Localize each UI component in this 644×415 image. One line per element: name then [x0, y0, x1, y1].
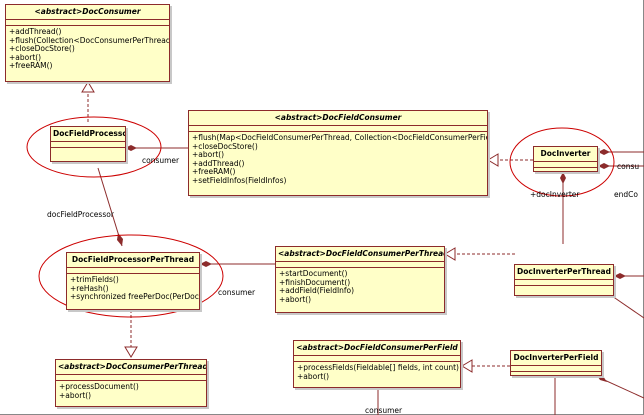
- class-doc-field-consumer-per-field[interactable]: <abstract>DocFieldConsumerPerField +proc…: [293, 340, 461, 388]
- label-consumer-1: consumer: [142, 156, 180, 165]
- operation: +flush(Map<DocFieldConsumerPerThread, Co…: [192, 133, 488, 142]
- class-attributes: [56, 375, 206, 381]
- operation: +abort(): [192, 150, 225, 160]
- inverterperthread-right-line: [611, 295, 644, 319]
- realization-arrowhead-perthread: [124, 346, 138, 358]
- class-doc-consumer-per-thread[interactable]: <abstract>DocConsumerPerThread +processD…: [55, 359, 207, 407]
- class-title: DocFieldProcessor: [51, 127, 125, 142]
- operation: +abort(): [59, 390, 92, 400]
- class-title: DocInverterPerField: [511, 351, 601, 366]
- operation: +startDocument(): [279, 269, 348, 278]
- class-doc-field-consumer[interactable]: <abstract>DocFieldConsumer +flush(Map<Do…: [188, 110, 488, 196]
- operation: +addThread(): [9, 27, 62, 36]
- inverterperfield-right-line: [599, 377, 644, 399]
- operation: +trimFields(): [70, 275, 119, 284]
- class-attributes: [189, 126, 487, 132]
- label-doc-field-processor: docFieldProcessor: [47, 210, 114, 219]
- label-doc-inverter: +docInverter: [530, 190, 580, 199]
- operation: +abort(): [297, 371, 330, 381]
- highlight-ellipse-perthread: [38, 234, 224, 318]
- class-attributes: [534, 162, 597, 168]
- class-attributes: [67, 268, 199, 274]
- operation: +setFieldInfos(FieldInfos): [192, 175, 287, 185]
- operation: +processFields(Fieldable[] fields, int c…: [297, 363, 459, 372]
- operation: +freeRAM(): [9, 61, 53, 71]
- label-end-co: endCo: [614, 190, 638, 199]
- label-consumer-2: consumer: [218, 288, 256, 297]
- class-doc-consumer[interactable]: <abstract>DocConsumer +addThread() +flus…: [5, 4, 170, 82]
- highlight-ellipse-docinverter: [509, 127, 615, 197]
- diamond-perthread-right: [200, 261, 212, 267]
- operation: +abort(): [279, 294, 312, 304]
- class-title: <abstract>DocConsumerPerThread: [56, 360, 206, 375]
- class-attributes: [294, 356, 460, 362]
- class-operations: +processDocument() +abort(): [56, 381, 206, 402]
- diamond-inverter-right: [598, 149, 610, 155]
- diamond-inverter-bottom: [560, 172, 566, 184]
- class-doc-inverter-per-thread[interactable]: DocInverterPerThread: [514, 264, 614, 296]
- operation: +abort(): [9, 52, 42, 62]
- operation: +reHash(): [70, 283, 109, 293]
- label-consumer-bottom: consumer: [365, 406, 403, 415]
- class-doc-inverter[interactable]: DocInverter: [533, 146, 598, 172]
- class-doc-field-consumer-per-thread[interactable]: <abstract>DocFieldConsumerPerThread +sta…: [275, 246, 445, 313]
- operation: +processDocument(): [59, 382, 139, 391]
- class-attributes: [511, 366, 601, 372]
- class-title: DocInverter: [534, 147, 597, 162]
- highlight-ellipse-docfieldprocessor: [26, 116, 162, 178]
- operation: +addThread(): [192, 158, 245, 168]
- diamond-processor: [125, 145, 137, 151]
- class-title: <abstract>DocFieldConsumerPerField: [294, 341, 460, 356]
- operation: +closeDocStore(): [192, 141, 258, 151]
- diamond-inverter-right-2: [598, 163, 610, 169]
- class-attributes: [515, 280, 613, 286]
- class-doc-field-processor-per-thread[interactable]: DocFieldProcessorPerThread +trimFields()…: [66, 252, 200, 310]
- operation: +synchronized freePerDoc(PerDoc): [70, 292, 200, 302]
- operation: +freeRAM(): [192, 167, 236, 177]
- generalization-arrowhead-inverterperthread: [444, 247, 456, 261]
- operation: +closeDocStore(): [9, 44, 75, 54]
- label-consu: consu: [617, 162, 640, 171]
- realization-arrowhead: [81, 81, 95, 93]
- class-operations: +startDocument() +finishDocument() +addF…: [276, 268, 444, 306]
- diamond-inverterperthread-right-2: [614, 273, 626, 279]
- class-operations: +trimFields() +reHash() +synchronized fr…: [67, 274, 199, 304]
- operation: +addField(FieldInfo): [279, 286, 355, 296]
- generalization-arrowhead-inverterperfield: [461, 359, 473, 373]
- class-title: <abstract>DocFieldConsumer: [189, 111, 487, 126]
- class-operations: +flush(Map<DocFieldConsumerPerThread, Co…: [189, 132, 487, 188]
- class-operations: +addThread() +flush(Collection<DocConsum…: [6, 26, 169, 73]
- class-title: <abstract>DocConsumer: [6, 5, 169, 20]
- class-title: DocInverterPerThread: [515, 265, 613, 280]
- class-title: DocFieldProcessorPerThread: [67, 253, 199, 268]
- operation: +flush(Collection<DocConsumerPerThread>): [9, 35, 170, 45]
- class-doc-field-processor[interactable]: DocFieldProcessor: [50, 126, 126, 162]
- diamond-perthread-top: [117, 233, 123, 246]
- class-attributes: [51, 142, 125, 148]
- generalization-arrowhead: [487, 153, 499, 167]
- diamond-inverterperfield-right: [596, 374, 607, 382]
- operation: +finishDocument(): [279, 277, 351, 287]
- class-title: <abstract>DocFieldConsumerPerThread: [276, 247, 444, 262]
- class-operations: +processFields(Fieldable[] fields, int c…: [294, 362, 460, 383]
- class-attributes: [6, 20, 169, 26]
- class-attributes: [276, 262, 444, 268]
- class-doc-inverter-per-field[interactable]: DocInverterPerField: [510, 350, 602, 376]
